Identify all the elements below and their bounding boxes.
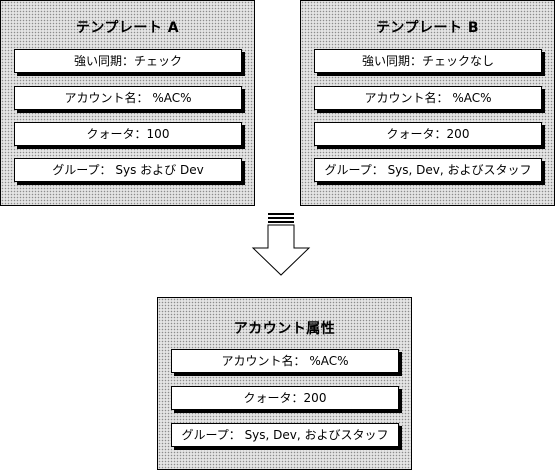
template-b-strong-sync: 強い同期：チェックなし <box>314 49 542 73</box>
template-b-groups: グループ： Sys, Dev, およびスタッフ <box>314 158 542 182</box>
template-a-account-name: アカウント名： %AC% <box>14 86 242 110</box>
down-arrow-icon <box>251 213 311 276</box>
template-b-panel: テンプレート B 強い同期：チェックなし アカウント名： %AC% クォータ：2… <box>300 0 555 206</box>
template-a-quota: クォータ：100 <box>14 122 242 146</box>
template-a-strong-sync: 強い同期：チェック <box>14 49 242 73</box>
template-b-title: テンプレート B <box>375 20 480 36</box>
result-quota: クォータ：200 <box>171 386 399 410</box>
result-account-name: アカウント名： %AC% <box>171 349 399 373</box>
template-a-groups: グループ： Sys および Dev <box>14 158 242 182</box>
template-b-account-name: アカウント名： %AC% <box>314 86 542 110</box>
template-b-quota: クォータ：200 <box>314 122 542 146</box>
account-attributes-title: アカウント属性 <box>233 321 336 337</box>
template-a-title: テンプレート A <box>75 20 180 36</box>
result-groups: グループ： Sys, Dev, およびスタッフ <box>171 423 399 447</box>
template-a-panel: テンプレート A 強い同期：チェック アカウント名： %AC% クォータ：100… <box>0 0 255 206</box>
account-attributes-panel: アカウント属性 アカウント名： %AC% クォータ：200 グループ： Sys,… <box>157 297 412 470</box>
